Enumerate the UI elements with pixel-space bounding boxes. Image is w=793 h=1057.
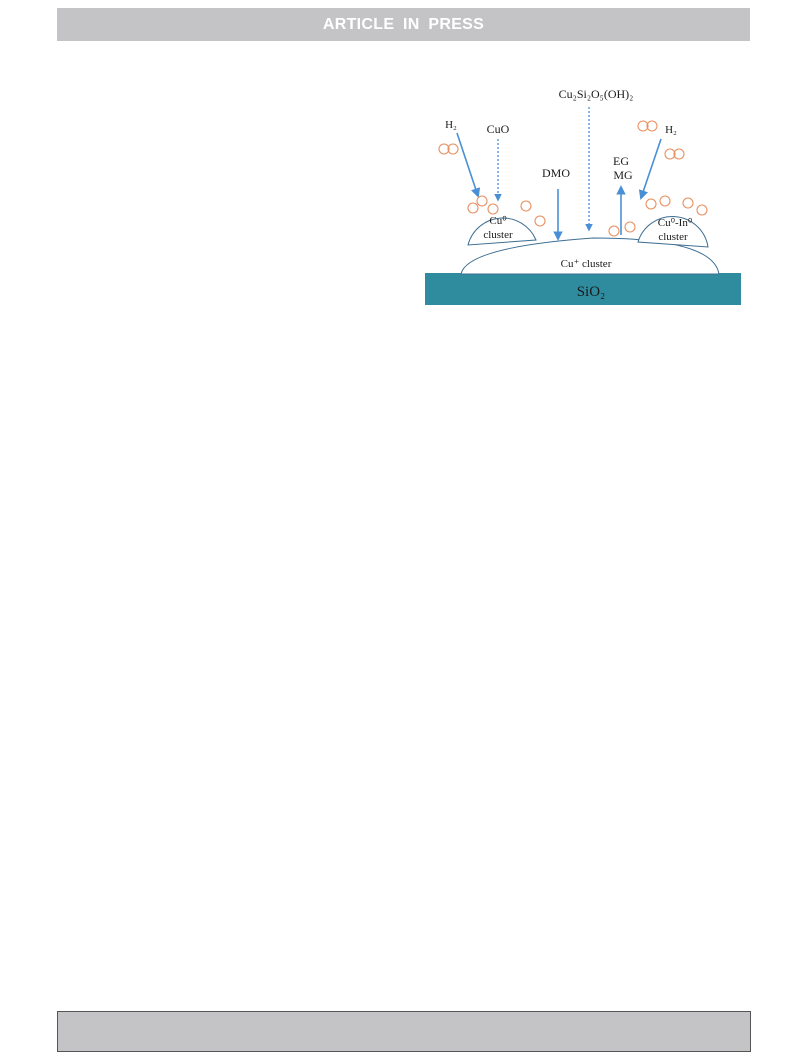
article-in-press-banner: ARTICLE IN PRESS bbox=[57, 8, 750, 41]
sio2-support bbox=[425, 273, 741, 305]
mechanism-diagram: SiO₂ Cu⁺ cluster Cu⁰ cluster Cu⁰-In⁰ clu… bbox=[425, 87, 741, 305]
h2-left-label: H₂ bbox=[445, 119, 457, 131]
h2-molecule-right bbox=[664, 148, 685, 160]
footer-citation-box bbox=[57, 1011, 751, 1052]
h2-left-arrow bbox=[456, 132, 481, 198]
eg-label: EG bbox=[613, 154, 629, 168]
h2-right-label: H₂ bbox=[665, 124, 677, 136]
cu-plus-cluster bbox=[460, 237, 720, 275]
adsorbed-atoms-cu0-in0 bbox=[608, 195, 708, 237]
cu0-label-line1: Cu⁰ bbox=[489, 215, 507, 227]
cu0-label-line2: cluster bbox=[483, 229, 513, 241]
cu0-in0-label-line1: Cu⁰-In⁰ bbox=[658, 217, 693, 229]
cu0-in0-label-line2: cluster bbox=[658, 231, 688, 243]
cu0-cluster bbox=[467, 217, 537, 246]
mechanism-figure: SiO₂ Cu⁺ cluster Cu⁰ cluster Cu⁰-In⁰ clu… bbox=[423, 82, 743, 310]
h2-molecule-left bbox=[438, 143, 459, 155]
cu0-in0-cluster bbox=[637, 216, 709, 248]
cuo-label: CuO bbox=[487, 122, 510, 136]
h2-right-arrow bbox=[638, 138, 662, 200]
cu-plus-label: Cu⁺ cluster bbox=[561, 258, 612, 270]
h2-molecule-top-right bbox=[637, 120, 658, 132]
sio2-label: SiO₂ bbox=[577, 284, 606, 300]
dmo-label: DMO bbox=[542, 166, 570, 180]
banner-text: ARTICLE IN PRESS bbox=[322, 15, 485, 33]
mg-label: MG bbox=[613, 168, 633, 182]
adsorbed-atoms-cu0 bbox=[467, 195, 546, 227]
precursor-label: Cu₂Si₂O₅(OH)₂ bbox=[559, 87, 634, 101]
